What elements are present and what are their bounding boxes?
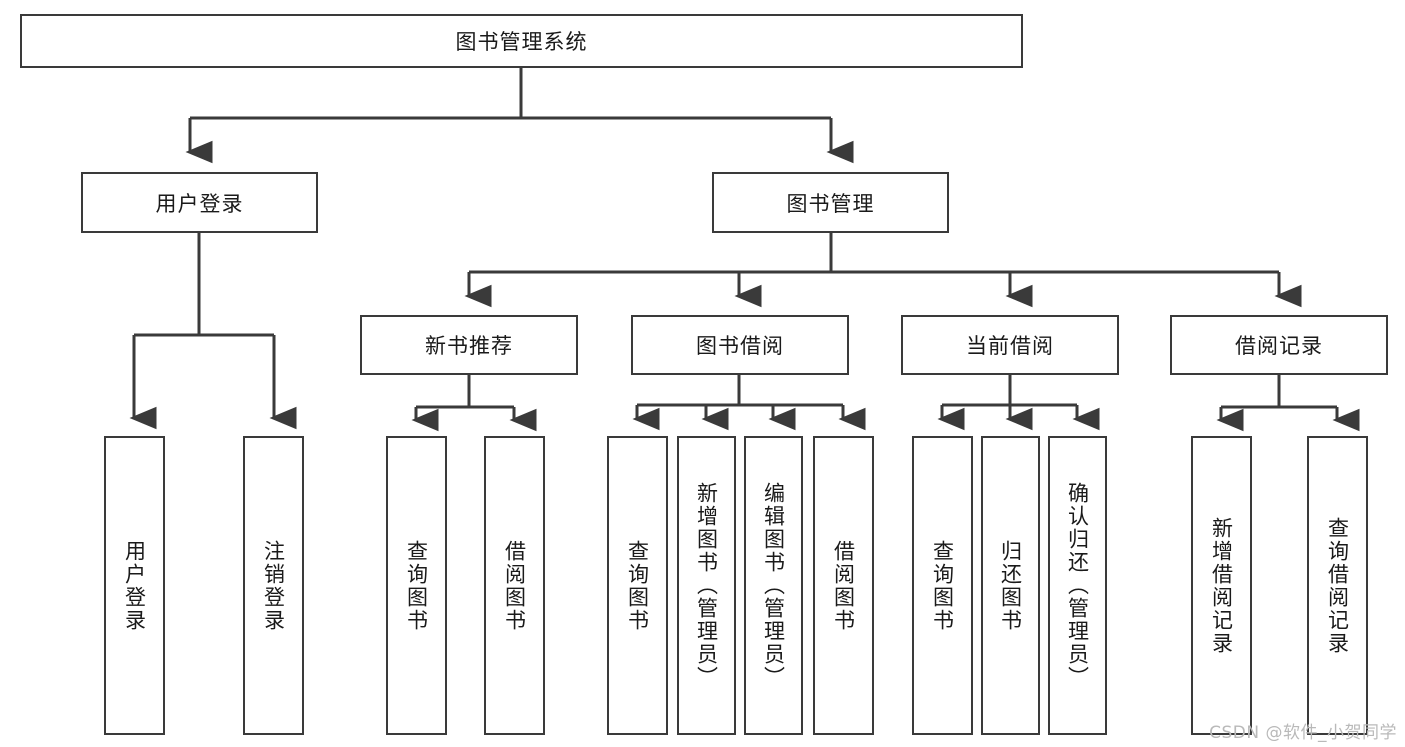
node-label: 归还图书 bbox=[998, 539, 1023, 632]
leaf-confirm-return[interactable]: 确认归还（管理员） bbox=[1048, 436, 1107, 735]
node-label: 图书管理系统 bbox=[455, 30, 588, 54]
node-new-book-recommend[interactable]: 新书推荐 bbox=[360, 315, 578, 375]
node-label: 当前借阅 bbox=[966, 334, 1054, 358]
leaf-user-login[interactable]: 用户登录 bbox=[104, 436, 165, 735]
node-current-borrow[interactable]: 当前借阅 bbox=[901, 315, 1119, 375]
leaf-query-book-2[interactable]: 查询图书 bbox=[607, 436, 668, 735]
node-label: 图书管理 bbox=[786, 191, 875, 216]
node-book-borrow[interactable]: 图书借阅 bbox=[631, 315, 849, 375]
node-label: 借阅记录 bbox=[1235, 334, 1323, 358]
node-label: 用户登录 bbox=[155, 191, 244, 216]
node-user-login[interactable]: 用户登录 bbox=[81, 172, 318, 233]
node-book-management[interactable]: 图书管理 bbox=[712, 172, 949, 233]
leaf-query-book-1[interactable]: 查询图书 bbox=[386, 436, 447, 735]
leaf-borrow-book-2[interactable]: 借阅图书 bbox=[813, 436, 874, 735]
node-label: 用户登录 bbox=[122, 539, 147, 632]
csdn-watermark: CSDN @软件_小贺同学 bbox=[1209, 723, 1397, 743]
node-label: 借阅图书 bbox=[831, 539, 856, 632]
leaf-query-record[interactable]: 查询借阅记录 bbox=[1307, 436, 1368, 735]
node-label: 查询图书 bbox=[930, 539, 955, 632]
node-label: 新书推荐 bbox=[425, 334, 513, 358]
node-label: 图书借阅 bbox=[696, 334, 784, 358]
node-label: 注销登录 bbox=[261, 539, 286, 632]
node-label: 查询图书 bbox=[625, 539, 650, 632]
leaf-user-logout[interactable]: 注销登录 bbox=[243, 436, 304, 735]
leaf-add-book[interactable]: 新增图书（管理员） bbox=[677, 436, 736, 735]
leaf-add-record[interactable]: 新增借阅记录 bbox=[1191, 436, 1252, 735]
node-borrow-record[interactable]: 借阅记录 bbox=[1170, 315, 1388, 375]
node-label: 新增图书（管理员） bbox=[694, 482, 719, 689]
leaf-borrow-book-1[interactable]: 借阅图书 bbox=[484, 436, 545, 735]
node-root-system[interactable]: 图书管理系统 bbox=[20, 14, 1023, 68]
node-label: 查询借阅记录 bbox=[1325, 516, 1350, 655]
node-label: 确认归还（管理员） bbox=[1065, 482, 1090, 689]
node-label: 新增借阅记录 bbox=[1209, 516, 1234, 655]
node-label: 编辑图书（管理员） bbox=[761, 482, 786, 689]
node-label: 借阅图书 bbox=[502, 539, 527, 632]
node-label: 查询图书 bbox=[404, 539, 429, 632]
leaf-edit-book[interactable]: 编辑图书（管理员） bbox=[744, 436, 803, 735]
leaf-return-book[interactable]: 归还图书 bbox=[981, 436, 1040, 735]
leaf-query-book-3[interactable]: 查询图书 bbox=[912, 436, 973, 735]
